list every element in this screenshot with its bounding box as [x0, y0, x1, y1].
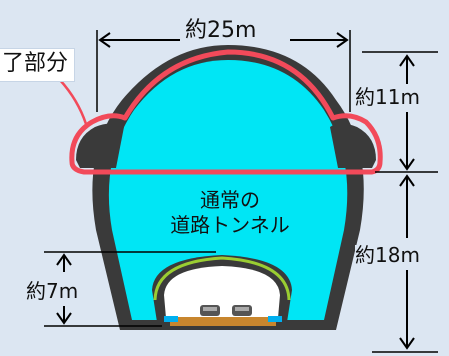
small-tunnel-rim [153, 256, 291, 301]
tunnel-cavity [108, 60, 348, 320]
width-label: 約25m [185, 18, 257, 43]
part-label: 了部分 [2, 51, 69, 76]
upper-part-outline [69, 49, 383, 175]
upper-arrowhead-top [399, 54, 415, 67]
car-left [200, 305, 220, 316]
small-arrowhead-bottom [56, 312, 72, 325]
width-arrowhead-right [336, 32, 349, 48]
upper-height-label: 約11m [355, 85, 420, 109]
upper-arrowhead-bottom [399, 158, 415, 171]
small-tunnel-cavity [164, 266, 280, 318]
part-label-box: 了部分 [0, 48, 76, 82]
left-shoulder [76, 123, 124, 168]
width-arrowhead-left [98, 32, 111, 48]
inner-caption-line2: 道路トンネル [170, 213, 290, 237]
car-right [232, 305, 252, 316]
inner-caption: 通常の 道路トンネル [150, 188, 310, 238]
lower-height-label: 約18m [355, 243, 420, 267]
road-right-side [268, 316, 282, 322]
lower-arrowhead-top [399, 174, 415, 187]
lower-arrowhead-bottom [399, 337, 415, 350]
road-left-side [164, 316, 178, 322]
small-height-label: 約7m [26, 279, 79, 303]
road-surface [170, 317, 276, 326]
inner-caption-line1: 通常の [200, 188, 260, 212]
right-shoulder [330, 123, 376, 168]
part-pointer-line [59, 79, 88, 125]
small-arrowhead-top [56, 253, 72, 266]
